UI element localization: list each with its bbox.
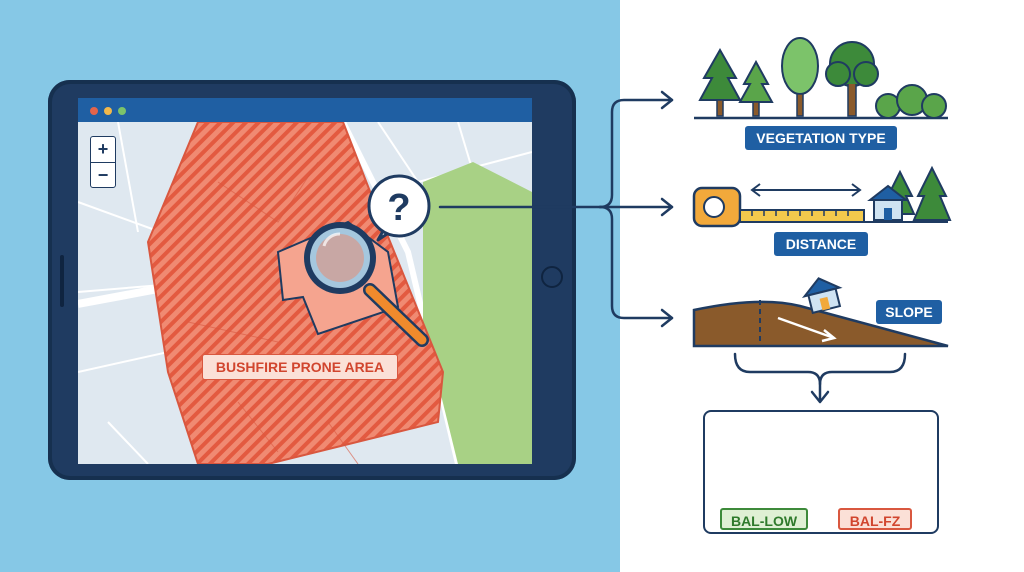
tablet-home-button[interactable] [541, 266, 563, 288]
window-maximize-dot[interactable] [118, 107, 126, 115]
magnifier-icon [304, 222, 429, 347]
zoom-in-button[interactable]: + [97, 139, 109, 159]
vegetation-trees-icon [694, 37, 948, 120]
tape-measure-icon [692, 183, 865, 228]
bal-fz-badge: BAL-FZ [838, 508, 912, 530]
house-with-trees-icon [860, 165, 952, 223]
slope-hill-icon [692, 277, 949, 348]
zoom-control: + − [90, 136, 116, 188]
green-vegetation-zone [423, 162, 532, 464]
window-minimize-dot[interactable] [104, 107, 112, 115]
vegetation-type-label: VEGETATION TYPE [745, 126, 897, 150]
tablet-screen: ? + − BUSHFIRE PRONE AREA [78, 98, 532, 464]
distance-label: DISTANCE [774, 232, 868, 256]
question-bubble-icon: ? [367, 174, 431, 242]
bushfire-area-label: BUSHFIRE PRONE AREA [202, 354, 398, 380]
window-close-dot[interactable] [90, 107, 98, 115]
window-titlebar [78, 98, 532, 122]
tablet-side-button [60, 255, 64, 307]
zoom-out-button[interactable]: − [91, 162, 115, 188]
slope-label: SLOPE [876, 300, 942, 324]
question-mark: ? [387, 187, 410, 229]
bal-low-badge: BAL-LOW [720, 508, 808, 530]
